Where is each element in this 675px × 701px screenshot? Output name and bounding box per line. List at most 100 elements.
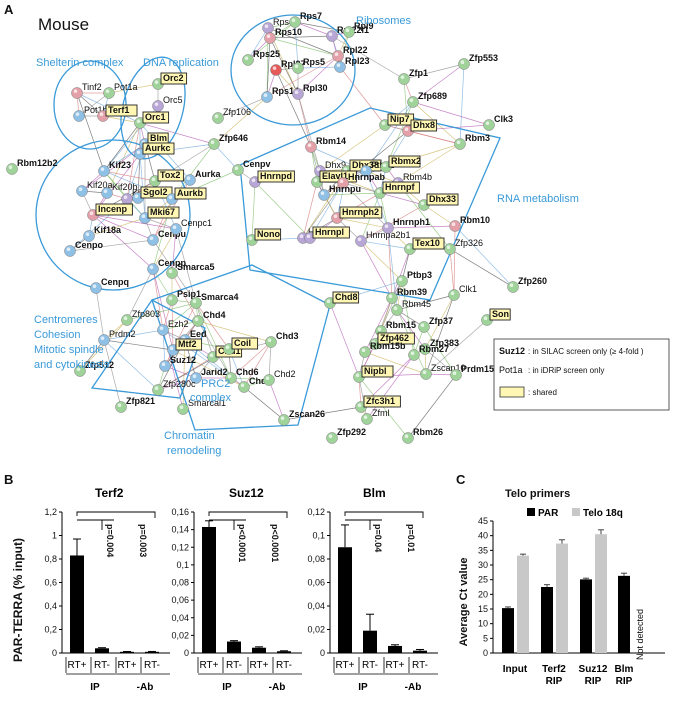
network-node[interactable]: Cenpc1 xyxy=(170,218,213,235)
network-node[interactable]: Chd9 xyxy=(238,376,272,393)
network-node[interactable]: Nipbl xyxy=(353,365,394,383)
network-node[interactable]: Aurkc xyxy=(134,142,175,160)
network-node[interactable]: Zfp280c xyxy=(152,379,197,396)
network-node[interactable]: Zfp106 xyxy=(212,107,252,124)
network-node[interactable]: Zfp383 xyxy=(419,338,460,355)
network-node[interactable]: Rps7 xyxy=(289,11,323,28)
network-node[interactable]: Terf1 xyxy=(97,104,138,122)
network-node[interactable]: Zfp326 xyxy=(444,238,484,255)
network-node[interactable]: Mtf2 xyxy=(167,338,203,356)
network-node[interactable]: Ezh2 xyxy=(157,319,189,336)
network-node[interactable]: Zfp803 xyxy=(121,309,161,326)
network-node[interactable]: Hnrnpf xyxy=(374,181,420,199)
network-node[interactable]: Chd2 xyxy=(263,369,296,386)
network-node[interactable]: Hnrnph2 xyxy=(331,206,383,224)
network-node[interactable]: Jarid2 xyxy=(190,367,228,384)
network-node[interactable]: Kif18a xyxy=(83,225,123,242)
network-node[interactable]: Rps5 xyxy=(292,57,326,74)
network-node[interactable]: Cenpp xyxy=(147,258,187,275)
network-node[interactable]: Zfp553 xyxy=(458,53,499,70)
network-node[interactable]: Cenpv xyxy=(232,159,271,176)
network-node[interactable]: Kif23 xyxy=(98,160,132,177)
network-node[interactable]: Rbm12b2 xyxy=(6,158,58,175)
network-node[interactable]: Hnrnpu xyxy=(318,184,362,201)
network-node[interactable]: Chd6 xyxy=(225,367,259,384)
network-node[interactable]: Chd8 xyxy=(324,291,360,309)
network-node[interactable]: Pot1b xyxy=(73,105,108,122)
network-node[interactable]: Smarca4 xyxy=(190,292,239,309)
network-node[interactable]: Kif20b xyxy=(101,182,138,199)
network-node[interactable]: Zfml xyxy=(361,408,390,425)
network-node[interactable]: Rbm26 xyxy=(402,427,444,444)
network-node[interactable]: Orc2 xyxy=(152,72,188,90)
network-node[interactable]: Rbm45 xyxy=(391,299,432,316)
network-node[interactable]: Zfp462 xyxy=(369,332,415,350)
network-node[interactable]: Rps14 xyxy=(261,86,300,103)
network-node[interactable]: Tex10 xyxy=(404,237,445,255)
network-node[interactable]: Rbmx2 xyxy=(380,155,422,173)
network-node[interactable]: Zfp292 xyxy=(326,427,367,444)
network-node[interactable]: Suz12 xyxy=(159,355,197,372)
network-node[interactable]: Chd4 xyxy=(192,310,226,327)
network-node[interactable]: Rpl23 xyxy=(334,56,370,73)
network-node[interactable]: Sgol2 xyxy=(132,186,173,204)
network-node[interactable]: Rps4l xyxy=(262,17,297,34)
network-node[interactable]: Zfp689 xyxy=(407,91,448,108)
network-node[interactable]: Zfp646 xyxy=(208,133,249,150)
network-node[interactable]: Son xyxy=(481,308,511,326)
network-node[interactable]: Zscan10 xyxy=(420,363,466,380)
network-node[interactable]: Zfp821 xyxy=(115,396,156,413)
network-node[interactable]: Rps25 xyxy=(242,49,281,66)
network-node[interactable]: Smarca5 xyxy=(166,262,215,279)
network-node[interactable]: Clk1 xyxy=(448,284,478,301)
network-node[interactable]: Coil xyxy=(223,337,259,355)
network-node[interactable]: Incenp xyxy=(87,203,133,221)
network-node[interactable]: Rpl30 xyxy=(292,83,328,100)
network-node[interactable]: Rpl22 xyxy=(332,45,368,62)
network-node[interactable]: Orc5 xyxy=(152,95,183,112)
network-node[interactable]: Dhx8 xyxy=(402,119,438,137)
network-node[interactable]: Hnrnpa2b1 xyxy=(355,230,411,247)
network-node[interactable]: Rbm10 xyxy=(449,215,491,232)
network-node[interactable]: Elavl1 xyxy=(311,170,357,188)
network-node[interactable]: Cenpu xyxy=(147,229,187,246)
network-node[interactable]: Rbm27 xyxy=(408,344,450,361)
network-node[interactable]: Rps10 xyxy=(264,27,303,44)
network-node[interactable]: Hnrnpab xyxy=(337,172,386,189)
network-node[interactable]: Tinf2 xyxy=(71,82,102,99)
network-node[interactable]: Chd3 xyxy=(265,331,299,348)
network-node[interactable]: Rbm14 xyxy=(305,136,347,153)
network-node[interactable]: Clk3 xyxy=(483,114,514,131)
network-node[interactable]: Rpl9 xyxy=(343,21,374,38)
network-node[interactable]: Smarcal1 xyxy=(177,398,227,415)
network-node[interactable]: Zfp512 xyxy=(74,360,115,377)
network-node[interactable]: Tox2 xyxy=(149,169,185,187)
network-node[interactable]: Rbm39 xyxy=(386,287,428,304)
network-node[interactable]: Zfp1 xyxy=(398,68,429,85)
network-node[interactable]: Orc1 xyxy=(134,111,170,129)
network-node[interactable]: Psip1 xyxy=(166,289,202,306)
network-node[interactable]: Ptbp3 xyxy=(396,270,433,287)
network-node[interactable]: Zfp260 xyxy=(507,276,548,293)
network-node[interactable]: Rbm3 xyxy=(454,133,491,150)
network-node[interactable]: Cenpq xyxy=(90,277,130,294)
network-node[interactable]: Rbm15b xyxy=(359,341,407,358)
network-node[interactable]: Mki67 xyxy=(139,206,180,224)
network-node[interactable]: Zfc3h1 xyxy=(355,395,401,413)
network-node[interactable]: Kif20a xyxy=(76,180,113,197)
network-node[interactable]: Nip7 xyxy=(379,113,415,131)
network-node[interactable]: Hnrnph1 xyxy=(382,217,431,234)
network-node[interactable]: Pot1a xyxy=(103,82,138,99)
network-node[interactable]: Cenpo xyxy=(64,240,104,257)
network-node[interactable]: Hnrnpd xyxy=(249,170,295,188)
network-node[interactable]: Hnrnpl xyxy=(304,226,350,244)
network-node[interactable]: Rpl27 xyxy=(270,59,306,76)
network-node[interactable]: Zscan26 xyxy=(278,409,326,426)
network-node[interactable]: Nono xyxy=(246,228,282,246)
network-node[interactable]: Prdm2 xyxy=(98,329,136,346)
network-node[interactable]: Aurka xyxy=(184,169,222,186)
network-node[interactable]: Prdm15 xyxy=(450,364,495,381)
network-node[interactable]: Zfp37 xyxy=(418,316,454,333)
network-node[interactable]: Dhx33 xyxy=(418,193,459,211)
network-node[interactable]: Aurkb xyxy=(166,187,207,205)
